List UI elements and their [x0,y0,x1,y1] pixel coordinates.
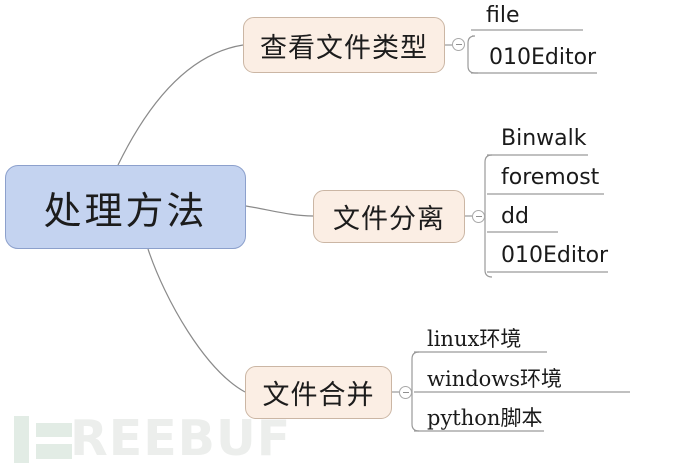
branch-node-label: 文件合并 [262,380,375,411]
branch-node-label: 文件分离 [333,204,445,235]
leaf-node-010editor-b2[interactable]: 010Editor [501,243,609,268]
leaf-spine-branch3 [411,351,420,432]
leaf-spine-branch1 [467,35,478,74]
connector-root-to-branch2 [245,205,314,217]
leaf-node-file[interactable]: file [486,3,520,28]
branch-node-file-merge[interactable]: 文件合并 [245,366,392,419]
root-node[interactable]: 处理方法 [5,165,246,249]
leaf-spine-branch2 [484,154,493,278]
collapse-toggle-branch1-minus-icon[interactable] [452,38,465,51]
leaf-node-foremost[interactable]: foremost [501,165,600,190]
collapse-toggle-branch2-minus-icon[interactable] [472,210,485,223]
collapse-toggle-branch3-minus-icon[interactable] [399,386,412,399]
leaf-node-dd[interactable]: dd [501,204,529,229]
connector-root-to-branch3 [147,248,246,393]
watermark-logo-top-bar [36,423,72,437]
root-node-label: 处理方法 [43,188,208,233]
leaf-node-010editor-b1[interactable]: 010Editor [489,45,597,70]
leaf-node-binwalk[interactable]: Binwalk [501,126,587,151]
freebuf-watermark: REEBUF [8,408,290,467]
leaf-node-linux-env[interactable]: linux环境 [427,327,522,351]
leaf-node-windows-env[interactable]: windows环境 [427,367,563,391]
branch-node-file-separation[interactable]: 文件分离 [313,190,465,243]
branch-node-view-file-type[interactable]: 查看文件类型 [243,17,445,73]
branch-node-label: 查看文件类型 [260,32,428,64]
watermark-logo-vertical-bar [14,416,29,463]
watermark-text: REEBUF [70,410,292,467]
leaf-node-python-script[interactable]: python脚本 [427,406,543,430]
connector-root-to-branch1 [117,44,244,166]
watermark-logo-bottom-bar [36,444,72,459]
